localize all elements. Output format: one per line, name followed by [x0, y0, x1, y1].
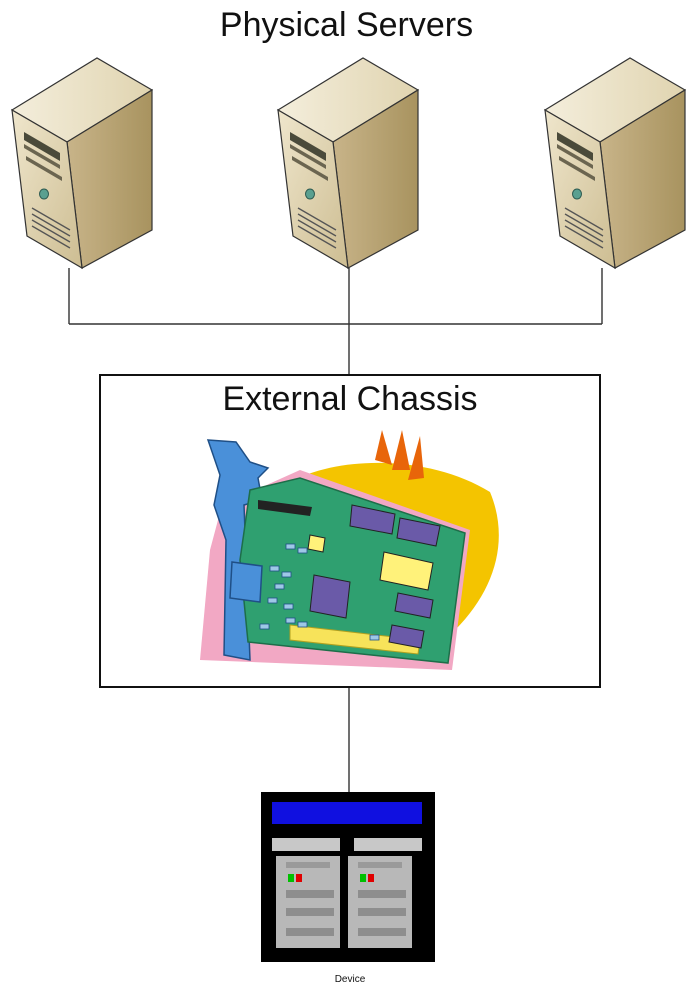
chassis-label: External Chassis [222, 380, 478, 418]
device-label: Device [334, 974, 366, 985]
server-bus-lines [68, 268, 603, 792]
diagram-title: Physical Servers [219, 6, 474, 44]
